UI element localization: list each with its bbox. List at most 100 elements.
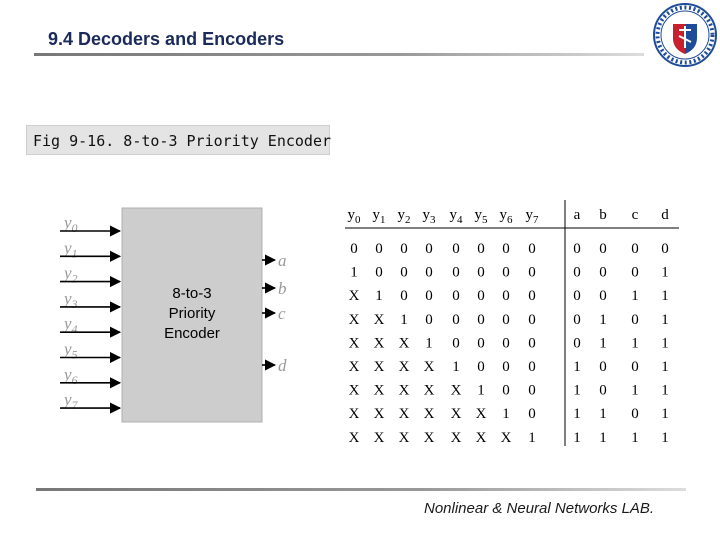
header-cell: y2 bbox=[398, 207, 411, 226]
input-label-y1: y1 bbox=[62, 238, 78, 260]
table-cell: X bbox=[374, 430, 385, 446]
block-label-line: Encoder bbox=[164, 325, 220, 342]
table-cell: 0 bbox=[502, 288, 510, 304]
table-cell: X bbox=[399, 406, 410, 422]
table-cell: 1 bbox=[661, 335, 669, 351]
table-cell: 0 bbox=[631, 265, 639, 281]
figure-caption: Fig 9-16. 8-to-3 Priority Encoder bbox=[26, 125, 331, 155]
header-cell: y0 bbox=[348, 207, 362, 226]
table-cell: X bbox=[349, 383, 360, 399]
table-cell: X bbox=[374, 359, 385, 375]
table-cell: 0 bbox=[400, 288, 408, 304]
block-label-line: Priority bbox=[169, 305, 216, 322]
table-cell: 0 bbox=[599, 359, 607, 375]
encoder-block bbox=[121, 207, 263, 423]
table-cell: 0 bbox=[425, 265, 433, 281]
table-cell: 0 bbox=[528, 312, 536, 328]
header-cell: a bbox=[574, 207, 581, 223]
table-cell: 0 bbox=[631, 312, 639, 328]
table-cell: 0 bbox=[477, 335, 485, 351]
header-cell: y3 bbox=[423, 207, 437, 226]
table-cell: 0 bbox=[599, 241, 607, 257]
table-cell: 0 bbox=[573, 335, 581, 351]
table-cell: 0 bbox=[528, 288, 536, 304]
table-cell: 1 bbox=[661, 406, 669, 422]
table-cell: 0 bbox=[452, 241, 460, 257]
title-divider bbox=[34, 53, 644, 56]
table-cell: 0 bbox=[599, 265, 607, 281]
table-cell: X bbox=[374, 335, 385, 351]
table-cell: 1 bbox=[425, 335, 433, 351]
table-cell: 0 bbox=[631, 241, 639, 257]
table-cell: 1 bbox=[599, 430, 607, 446]
header-cell: y4 bbox=[450, 207, 464, 226]
block-label-line: 8-to-3 bbox=[172, 285, 211, 302]
table-cell: X bbox=[399, 335, 410, 351]
table-cell: 0 bbox=[528, 335, 536, 351]
table-cell: 1 bbox=[661, 312, 669, 328]
table-cell: X bbox=[349, 312, 360, 328]
input-label-y4: y4 bbox=[62, 314, 78, 336]
table-cell: 0 bbox=[350, 241, 358, 257]
table-cell: 0 bbox=[452, 335, 460, 351]
table-cell: 1 bbox=[573, 383, 581, 399]
table-cell: 1 bbox=[400, 312, 408, 328]
table-cell: 0 bbox=[425, 288, 433, 304]
table-cell: 0 bbox=[599, 288, 607, 304]
table-cell: X bbox=[349, 406, 360, 422]
table-cell: X bbox=[476, 406, 487, 422]
output-label-a: a bbox=[278, 251, 287, 270]
table-cell: 0 bbox=[375, 265, 383, 281]
table-cell: 0 bbox=[502, 383, 510, 399]
table-cell: 0 bbox=[400, 241, 408, 257]
table-cell: X bbox=[349, 359, 360, 375]
header-cell: d bbox=[661, 207, 669, 223]
lab-name: Nonlinear & Neural Networks LAB. bbox=[424, 500, 655, 517]
table-cell: 0 bbox=[502, 312, 510, 328]
table-cell: 0 bbox=[528, 406, 536, 422]
table-cell: 0 bbox=[375, 241, 383, 257]
table-cell: 1 bbox=[599, 335, 607, 351]
table-cell: 1 bbox=[350, 265, 358, 281]
table-cell: 0 bbox=[573, 265, 581, 281]
table-cell: 0 bbox=[452, 312, 460, 328]
table-cell: X bbox=[374, 312, 385, 328]
input-label-y7: y7 bbox=[62, 390, 79, 412]
table-cell: 1 bbox=[631, 430, 639, 446]
table-cell: X bbox=[451, 430, 462, 446]
table-cell: X bbox=[501, 430, 512, 446]
output-label-b: b bbox=[278, 279, 287, 298]
table-cell: 1 bbox=[599, 312, 607, 328]
table-cell: 0 bbox=[477, 241, 485, 257]
table-cell: 0 bbox=[573, 288, 581, 304]
table-cell: 1 bbox=[631, 288, 639, 304]
header-cell: b bbox=[599, 207, 607, 223]
table-cell: X bbox=[399, 359, 410, 375]
table-cell: 1 bbox=[452, 359, 460, 375]
header-cell: y1 bbox=[373, 207, 386, 226]
table-cell: X bbox=[349, 335, 360, 351]
table-cell: 1 bbox=[661, 288, 669, 304]
header-cell: y7 bbox=[526, 207, 540, 226]
table-cell: 0 bbox=[502, 265, 510, 281]
table-cell: X bbox=[374, 406, 385, 422]
input-label-y6: y6 bbox=[62, 365, 78, 387]
table-cell: 1 bbox=[599, 406, 607, 422]
table-cell: 1 bbox=[631, 335, 639, 351]
table-cell: 0 bbox=[425, 312, 433, 328]
table-cell: 1 bbox=[631, 383, 639, 399]
table-cell: 1 bbox=[661, 430, 669, 446]
table-cell: 0 bbox=[599, 383, 607, 399]
